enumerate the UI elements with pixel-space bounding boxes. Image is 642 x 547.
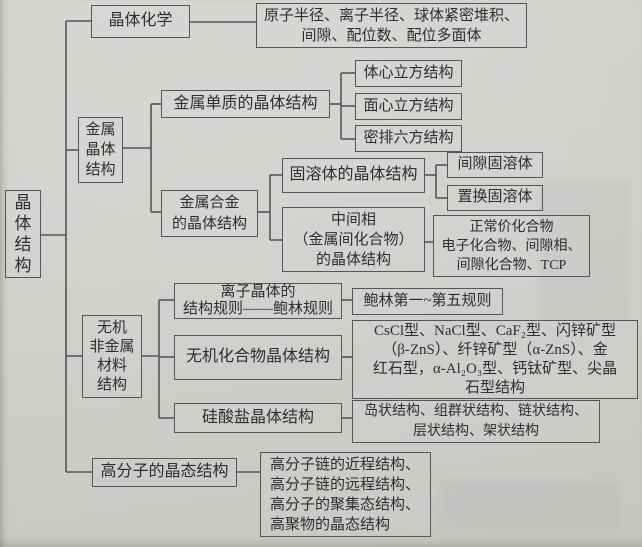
node-metal-alloy-label: 金属合金 的晶体结构 bbox=[171, 194, 247, 232]
node-silicate: 硅酸盐晶体结构 bbox=[174, 403, 342, 433]
node-ionic-rules-label: 离子晶体的 结构规则——鲍林规则 bbox=[182, 284, 333, 317]
node-polymer: 高分子的晶态结构 bbox=[92, 458, 237, 487]
node-fcc: 面心立方结构 bbox=[355, 93, 462, 120]
node-metal-crystal-label: 金属 晶体 结构 bbox=[85, 122, 116, 178]
node-polymer-types-label: 高分子链的近程结构、 高分子链的远程结构、 高分子的聚集态结构、 高聚物的晶态结… bbox=[270, 456, 421, 533]
node-substitutional-solid-solution-label: 置换固溶体 bbox=[457, 189, 533, 206]
node-intermediate-types-label: 正常价化合物 电子化合物、间隙相、 间隙化合物、TCP bbox=[441, 219, 582, 273]
node-pauling-rules-label: 鲍林第一~第五规则 bbox=[363, 292, 492, 309]
node-chemistry-topics: 原子半径、离子半径、球体紧密堆积、 间隙、配位数、配位多面体 bbox=[256, 3, 527, 48]
page-bleed-through bbox=[540, 180, 630, 320]
node-substitutional-solid-solution: 置换固溶体 bbox=[447, 185, 543, 211]
page-bleed-through bbox=[440, 480, 620, 530]
node-inorganic-compound-label: 无机化合物晶体结构 bbox=[185, 348, 330, 366]
node-interstitial-solid-solution-label: 间隙固溶体 bbox=[457, 156, 533, 173]
node-bcc-label: 体心立方结构 bbox=[363, 64, 454, 81]
node-metal-alloy: 金属合金 的晶体结构 bbox=[161, 190, 258, 237]
node-crystal-structure-root: 晶 体 结 构 bbox=[5, 190, 41, 278]
node-inorganic-nonmetal: 无机 非金属 材料 结构 bbox=[82, 315, 142, 398]
node-intermediate-phase: 中间相 （金属间化合物） 的晶体结构 bbox=[282, 207, 425, 272]
node-silicate-label: 硅酸盐晶体结构 bbox=[201, 408, 314, 426]
node-pauling-rules: 鲍林第一~第五规则 bbox=[352, 288, 503, 315]
node-crystal-chemistry: 晶体化学 bbox=[91, 5, 190, 38]
node-inorganic-compound: 无机化合物晶体结构 bbox=[174, 335, 342, 380]
node-polymer-types: 高分子链的近程结构、 高分子链的远程结构、 高分子的聚集态结构、 高聚物的晶态结… bbox=[260, 452, 431, 537]
node-solid-solution: 固溶体的晶体结构 bbox=[282, 158, 425, 193]
node-metal-element: 金属单质的晶体结构 bbox=[161, 90, 330, 118]
node-intermediate-phase-label: 中间相 （金属间化合物） 的晶体结构 bbox=[293, 211, 414, 268]
node-silicate-types: 岛状结构、组群状结构、链状结构、 层状结构、架状结构 bbox=[352, 400, 600, 443]
node-bcc: 体心立方结构 bbox=[355, 60, 462, 87]
node-chemistry-topics-label: 原子半径、离子半径、球体紧密堆积、 间隙、配位数、配位多面体 bbox=[263, 7, 519, 44]
node-solid-solution-label: 固溶体的晶体结构 bbox=[289, 166, 418, 184]
node-intermediate-types: 正常价化合物 电子化合物、间隙相、 间隙化合物、TCP bbox=[433, 215, 590, 277]
node-polymer-label: 高分子的晶态结构 bbox=[100, 463, 229, 481]
node-inorganic-nonmetal-label: 无机 非金属 材料 结构 bbox=[89, 319, 135, 393]
node-silicate-types-label: 岛状结构、组群状结构、链状结构、 层状结构、架状结构 bbox=[364, 403, 588, 439]
node-fcc-label: 面心立方结构 bbox=[363, 97, 454, 114]
node-interstitial-solid-solution: 间隙固溶体 bbox=[447, 152, 543, 178]
node-hcp: 密排六方结构 bbox=[355, 125, 462, 152]
node-ionic-rules: 离子晶体的 结构规则——鲍林规则 bbox=[174, 283, 342, 319]
node-compound-types: CsCl型、NaCl型、CaF₂型、闪锌矿型 （β-ZnS）、纤锌矿型（α-Zn… bbox=[352, 320, 638, 399]
node-crystal-structure-root-label: 晶 体 结 构 bbox=[14, 193, 32, 275]
node-metal-element-label: 金属单质的晶体结构 bbox=[173, 94, 318, 112]
node-compound-types-label: CsCl型、NaCl型、CaF₂型、闪锌矿型 （β-ZnS）、纤锌矿型（α-Zn… bbox=[372, 322, 618, 396]
node-metal-crystal: 金属 晶体 结构 bbox=[78, 117, 123, 183]
node-crystal-chemistry-label: 晶体化学 bbox=[108, 12, 173, 30]
node-hcp-label: 密排六方结构 bbox=[363, 129, 454, 146]
